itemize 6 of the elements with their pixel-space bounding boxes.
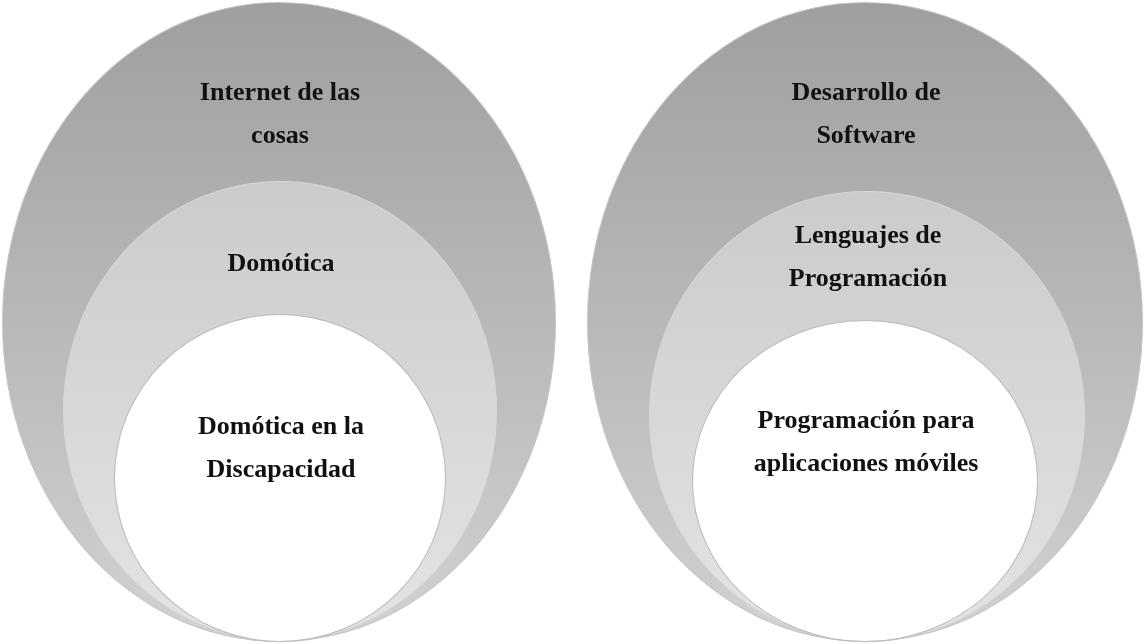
- ellipse-label: Desarrollo de Software: [790, 76, 942, 151]
- ellipse-label: Programación para aplicaciones móviles: [752, 404, 980, 479]
- ellipse-label: Internet de las cosas: [198, 76, 362, 151]
- ellipse-label: Domótica: [226, 247, 336, 279]
- ellipse-label: Lenguajes de Programación: [787, 219, 949, 294]
- ellipse-label: Domótica en la Discapacidad: [196, 410, 366, 485]
